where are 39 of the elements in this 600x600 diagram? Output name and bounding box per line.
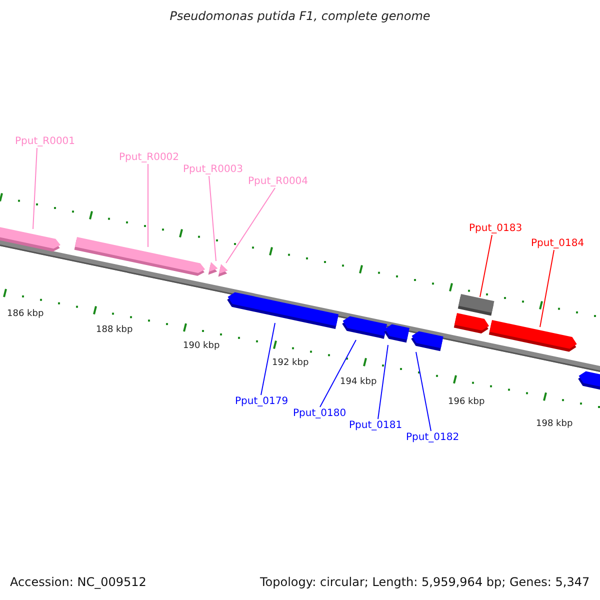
gene-feature [454, 313, 489, 334]
scale-label: 190 kbp [183, 340, 220, 352]
title: Pseudomonas putida F1, complete genome [168, 10, 432, 22]
leader-line [260, 322, 276, 396]
leader-line [378, 344, 388, 420]
gene-feature [74, 237, 206, 276]
gene-label: Pput_R0003 [183, 164, 244, 176]
gene-feature [411, 331, 444, 352]
gene-label: Pput_R0002 [119, 152, 180, 164]
gene-label: Pput_R0004 [248, 176, 308, 188]
gene-label: Pput_0180 [293, 408, 346, 420]
gene-feature [227, 292, 339, 329]
leader-line [226, 188, 276, 264]
gene-label: Pput_0182 [406, 432, 460, 444]
scale-label: 188 kbp [96, 324, 133, 336]
gene-feature [0, 226, 60, 252]
gene-feature [384, 324, 410, 343]
scale-label: 192 kbp [272, 357, 309, 369]
gene-label: Pput_0183 [469, 223, 522, 235]
gene-feature [218, 264, 228, 277]
footer-text: Topology: circular; Length: 5,959,964 bp; Genes: 5,347 [260, 575, 590, 589]
gene-label: Pput_R0001 [15, 136, 76, 148]
gene-label: Pput_0179 [235, 396, 288, 408]
gene-label: Pput_0181 [349, 420, 402, 432]
footer-text: Accession: NC_009512 [10, 575, 146, 589]
scale-label: 198 kbp [536, 418, 573, 430]
leader-line [416, 352, 432, 432]
scale-label: 186 kbp [7, 308, 44, 320]
leader-line [208, 176, 216, 262]
leader-line [540, 250, 554, 328]
scale-label: 194 kbp [340, 376, 377, 388]
gene-feature [208, 262, 218, 275]
feature-block [458, 294, 494, 316]
leader-line [320, 340, 356, 408]
scale-label: 196 kbp [448, 396, 485, 408]
gene-label: Pput_0184 [531, 238, 584, 250]
leader-line [32, 148, 38, 230]
leader-line [480, 234, 492, 298]
gene-feature [488, 320, 577, 352]
